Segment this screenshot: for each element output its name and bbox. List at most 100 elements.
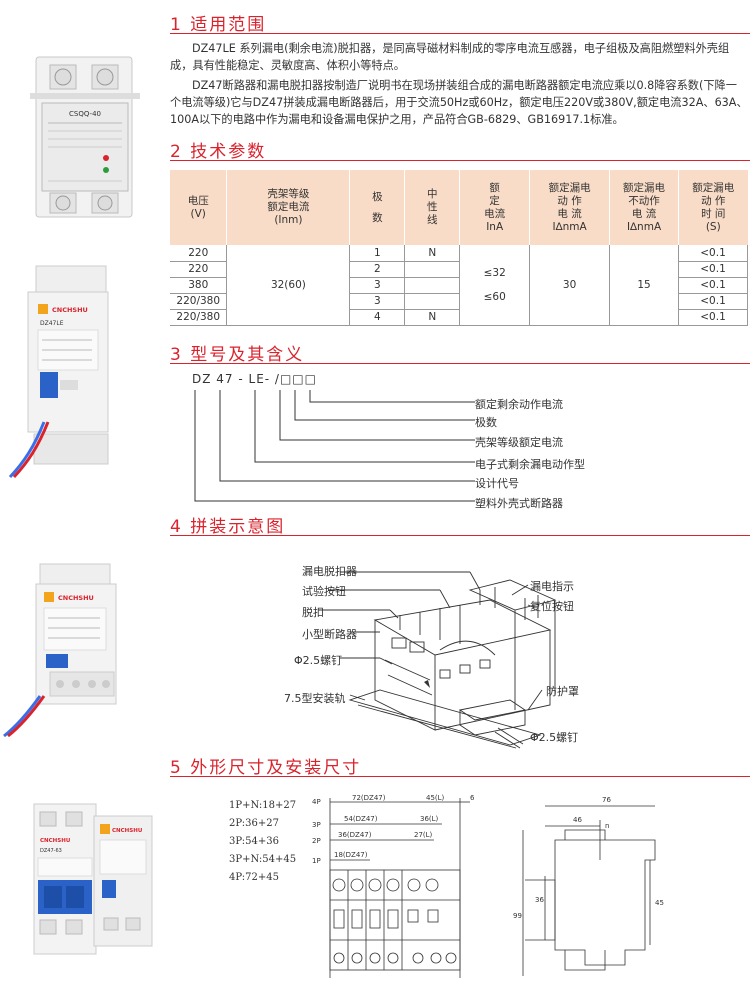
intro-paragraph-2: DZ47断路器和漏电脱扣器按制造厂说明书在现场拼装组合成的漏电断路器额定电流应乘… <box>170 79 748 126</box>
dim-label: 27(L) <box>414 831 433 839</box>
model-meaning-electronic-type: 电子式剩余漏电动作型 <box>475 458 585 471</box>
pole-label: 4P <box>312 798 321 806</box>
dim-label: 18(DZ47) <box>334 851 368 859</box>
width-4p: 4P:72+45 <box>229 872 279 883</box>
pole-label: 1P <box>312 857 321 865</box>
dim-label: 99 <box>513 912 522 920</box>
label-mcb: 小型断路器 <box>302 628 357 641</box>
table-row: 220/380 3 <0.1 <box>170 293 748 310</box>
cell-rated-current: ≤32≤60 <box>459 245 531 326</box>
model-meaning-design-code: 设计代号 <box>475 477 519 490</box>
label-rail: 7.5型安装轨 <box>284 692 346 705</box>
section-divider <box>170 776 750 777</box>
model-meaning-mccb: 塑料外壳式断路器 <box>475 497 563 510</box>
section-divider <box>170 363 750 364</box>
width-3p-n: 3P+N:54+45 <box>229 854 297 865</box>
product-image-dz47-with-release: CNCHSHU DZ47-63 CNCHSHU <box>28 800 158 964</box>
model-meaning-residual-current: 额定剩余动作电流 <box>475 398 563 411</box>
section-title-tech-params: 2 技术参数 <box>170 142 267 162</box>
model-code: DZ 47 - LE- /□□□ <box>192 372 317 386</box>
side-dimension-drawing: 76 46 n 36 45 99 <box>513 796 664 976</box>
header-poles: 极数 <box>349 170 405 245</box>
cell-neutral <box>404 293 461 310</box>
model-meaning-frame-current: 壳架等级额定电流 <box>475 436 563 449</box>
section-title-assembly: 4 拼装示意图 <box>170 517 286 537</box>
product-model-label: DZ47LE <box>40 320 64 327</box>
cell-neutral: N <box>404 245 461 262</box>
dim-label: 76 <box>602 796 611 804</box>
section-divider <box>170 33 750 34</box>
label-screw-1: Φ2.5螺钉 <box>294 654 343 667</box>
cell-neutral <box>404 261 461 278</box>
dim-label: 36(DZ47) <box>338 831 372 839</box>
width-1p-n: 1P+N:18+27 <box>229 800 297 811</box>
label-screw-2: Φ2.5螺钉 <box>530 731 579 744</box>
cell-voltage: 380 <box>170 277 227 294</box>
section-divider <box>170 160 750 161</box>
label-trip: 脱扣 <box>302 606 324 619</box>
dim-label: 45 <box>655 899 664 907</box>
brand-label: CNCHSHU <box>58 594 94 602</box>
label-leakage-indicator: 漏电指示 <box>530 580 574 593</box>
product-model-label: CSQQ-40 <box>69 110 101 118</box>
label-protective-cover: 防护罩 <box>546 685 579 698</box>
dim-label: 36(L) <box>420 815 439 823</box>
cell-frame-current: 32(60) <box>226 245 351 326</box>
cell-poles: 4 <box>349 309 406 326</box>
cell-time: <0.1 <box>678 261 748 278</box>
product-image-leakage-protector: CSQQ-40 <box>28 55 143 224</box>
cell-voltage: 220 <box>170 245 227 262</box>
dim-label: 6 <box>470 794 475 802</box>
section-title-dimensions: 5 外形尺寸及安装尺寸 <box>170 758 362 778</box>
brand-label: CNCHSHU <box>40 838 70 844</box>
section-divider <box>170 535 750 536</box>
header-voltage: 电压(V) <box>170 170 227 245</box>
model-bracket-lines <box>194 390 475 502</box>
cell-neutral: N <box>404 309 461 326</box>
dim-label: n <box>605 822 609 830</box>
label-leakage-release: 漏电脱扣器 <box>302 565 357 578</box>
width-2p: 2P:36+27 <box>229 818 279 829</box>
cell-poles: 3 <box>349 277 406 294</box>
section-title-scope: 1 适用范围 <box>170 15 267 35</box>
header-frame-current: 壳架等级额定电流(Inm) <box>226 170 350 245</box>
product-image-dz47le-1p: CNCHSHU DZ47LE <box>4 262 119 486</box>
cell-voltage: 220 <box>170 261 227 278</box>
product-model-label: DZ47-63 <box>40 848 62 854</box>
intro-paragraph-1: DZ47LE 系列漏电(剩余电流)脱扣器，是同高导磁材料制成的零序电流互感器，电… <box>170 42 730 72</box>
model-meaning-poles: 极数 <box>475 416 497 429</box>
pole-label: 2P <box>312 837 321 845</box>
cell-poles: 1 <box>349 245 406 262</box>
cell-voltage: 220/380 <box>170 309 227 326</box>
table-row: 380 3 <0.1 <box>170 277 748 294</box>
cell-poles: 3 <box>349 293 406 310</box>
dim-label: 45(L) <box>426 794 445 802</box>
cell-time: <0.1 <box>678 277 748 294</box>
assembly-diagram <box>318 571 557 749</box>
pole-label: 3P <box>312 821 321 829</box>
label-test-button: 试验按钮 <box>302 585 346 598</box>
cell-rated-nonop: 15 <box>609 245 679 326</box>
cell-time: <0.1 <box>678 309 748 326</box>
cell-rated-residual: 30 <box>529 245 611 326</box>
dim-label: 72(DZ47) <box>352 794 386 802</box>
dim-label: 54(DZ47) <box>344 815 378 823</box>
cell-time: <0.1 <box>678 293 748 310</box>
brand-label: CNCHSHU <box>52 306 88 314</box>
dim-label: 36 <box>535 896 544 904</box>
cell-neutral <box>404 277 461 294</box>
cell-time: <0.1 <box>678 245 748 262</box>
header-neutral: 中性线 <box>404 170 460 245</box>
cell-voltage: 220/380 <box>170 293 227 310</box>
label-reset-button: 复位按钮 <box>530 600 574 613</box>
header-rated-time: 额定漏电动 作时 间(S) <box>678 170 748 245</box>
table-row: 220 2 <0.1 <box>170 261 748 278</box>
table-row: 220/380 4 N <0.1 <box>170 309 748 326</box>
cell-poles: 2 <box>349 261 406 278</box>
dim-label: 46 <box>573 816 582 824</box>
table-row: 220 32(60) 1 N ≤32≤60 30 15 <0.1 <box>170 245 748 326</box>
brand-label: CNCHSHU <box>112 828 142 834</box>
